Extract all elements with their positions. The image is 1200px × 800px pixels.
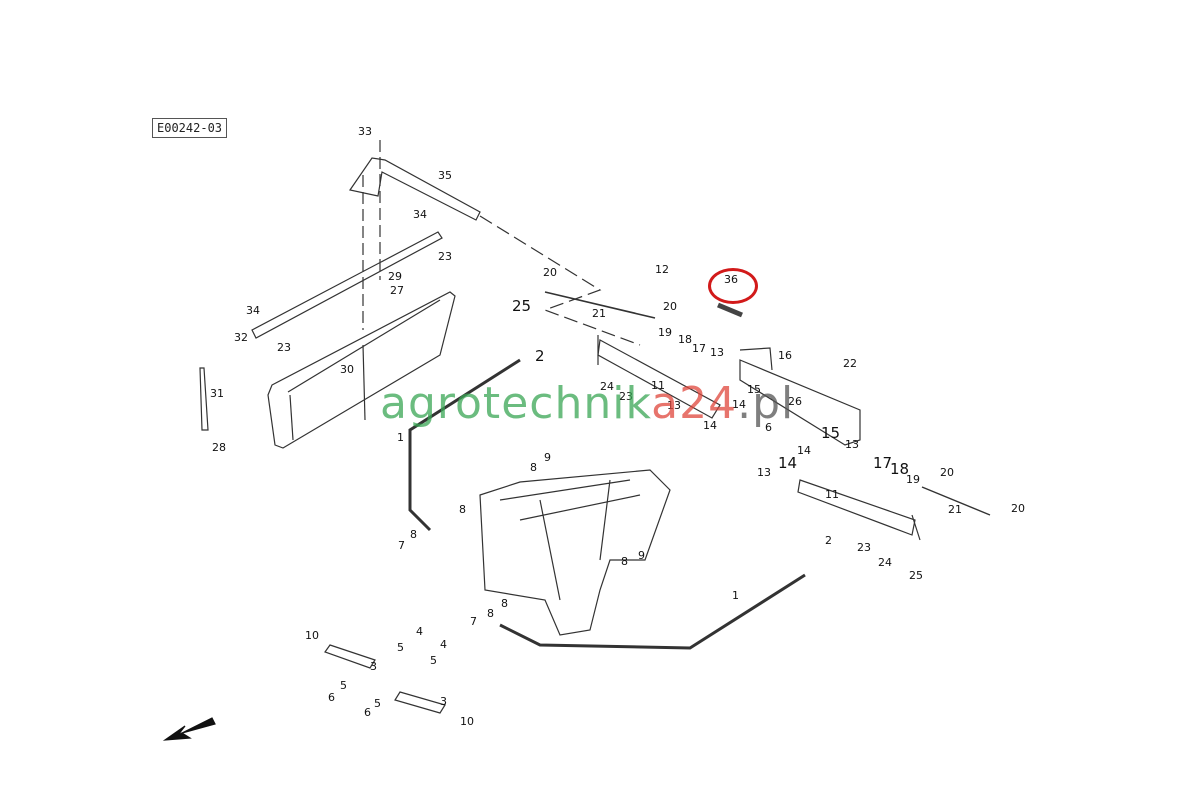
part-label: 17: [873, 454, 893, 472]
part-label: 20: [940, 466, 954, 479]
part-label: 1: [397, 431, 404, 444]
part-label: 8: [459, 503, 466, 516]
watermark-text-2: a24: [651, 378, 738, 429]
diagram-code: E00242-03: [152, 118, 228, 138]
part-label: 21: [948, 503, 962, 516]
part-label: 30: [340, 363, 354, 376]
highlight-circle-part-36: [708, 268, 758, 304]
part-label: 20: [543, 266, 557, 279]
part-label: 9: [638, 549, 645, 562]
part-label: 25: [909, 569, 923, 582]
part-label: 22: [843, 357, 857, 370]
watermark-text-3: .pl: [737, 378, 795, 429]
part-label: 8: [501, 597, 508, 610]
part-label: 4: [440, 638, 447, 651]
part-label: 14: [797, 444, 811, 457]
part-label: 13: [667, 399, 681, 412]
part-label: 34: [246, 304, 260, 317]
part-label: 34: [413, 208, 427, 221]
part-label: 13: [757, 466, 771, 479]
part-label: 8: [487, 607, 494, 620]
part-label: 15: [821, 424, 841, 442]
part-label: 35: [438, 169, 452, 182]
part-label: 14: [778, 454, 798, 472]
part-label: 27: [390, 284, 404, 297]
part-label: 33: [358, 125, 372, 138]
part-label: 31: [210, 387, 224, 400]
part-label: 10: [305, 629, 319, 642]
part-label: 7: [470, 615, 477, 628]
part-label: 24: [600, 380, 614, 393]
part-label: 26: [788, 395, 802, 408]
part-label: 9: [544, 451, 551, 464]
part-label: 19: [658, 326, 672, 339]
part-label: 24: [878, 556, 892, 569]
part-label: 20: [663, 300, 677, 313]
part-label: 6: [765, 421, 772, 434]
part-label: 21: [592, 307, 606, 320]
watermark-text-1: agrotechnik: [380, 378, 652, 429]
part-label: 6: [328, 691, 335, 704]
watermark: agrotechnika24.pl: [380, 378, 794, 429]
part-label: 2: [535, 347, 545, 365]
part-label: 23: [277, 341, 291, 354]
part-label: 18: [678, 333, 692, 346]
part-label: 11: [825, 488, 839, 501]
part-label: 18: [890, 460, 910, 478]
part-label: 25: [512, 297, 532, 315]
part-label: 23: [857, 541, 871, 554]
part-label: 5: [340, 679, 347, 692]
part-label: 1: [732, 589, 739, 602]
part-label: 14: [703, 419, 717, 432]
part-label: 4: [416, 625, 423, 638]
part-label: 13: [845, 438, 859, 451]
part-label: 19: [906, 473, 920, 486]
part-label: 14: [732, 398, 746, 411]
part-label: 36: [724, 273, 738, 286]
part-label: 12: [655, 263, 669, 276]
part-label: 6: [364, 706, 371, 719]
part-label: 20: [1011, 502, 1025, 515]
part-label: 32: [234, 331, 248, 344]
part-label: 5: [397, 641, 404, 654]
part-label: 7: [398, 539, 405, 552]
part-label: 15: [747, 383, 761, 396]
part-label: 2: [825, 534, 832, 547]
part-label: 28: [212, 441, 226, 454]
part-label: 11: [651, 379, 665, 392]
part-label: 16: [778, 349, 792, 362]
part-label: 23: [619, 390, 633, 403]
part-label: 29: [388, 270, 402, 283]
part-label: 3: [440, 695, 447, 708]
part-label: 10: [460, 715, 474, 728]
part-label: 8: [530, 461, 537, 474]
part-label: 13: [710, 346, 724, 359]
part-label: 23: [438, 250, 452, 263]
part-label: 5: [430, 654, 437, 667]
part-label: 5: [374, 697, 381, 710]
part-label: 17: [692, 342, 706, 355]
part-label: 8: [410, 528, 417, 541]
part-label: 3: [370, 660, 377, 673]
part-label: 8: [621, 555, 628, 568]
